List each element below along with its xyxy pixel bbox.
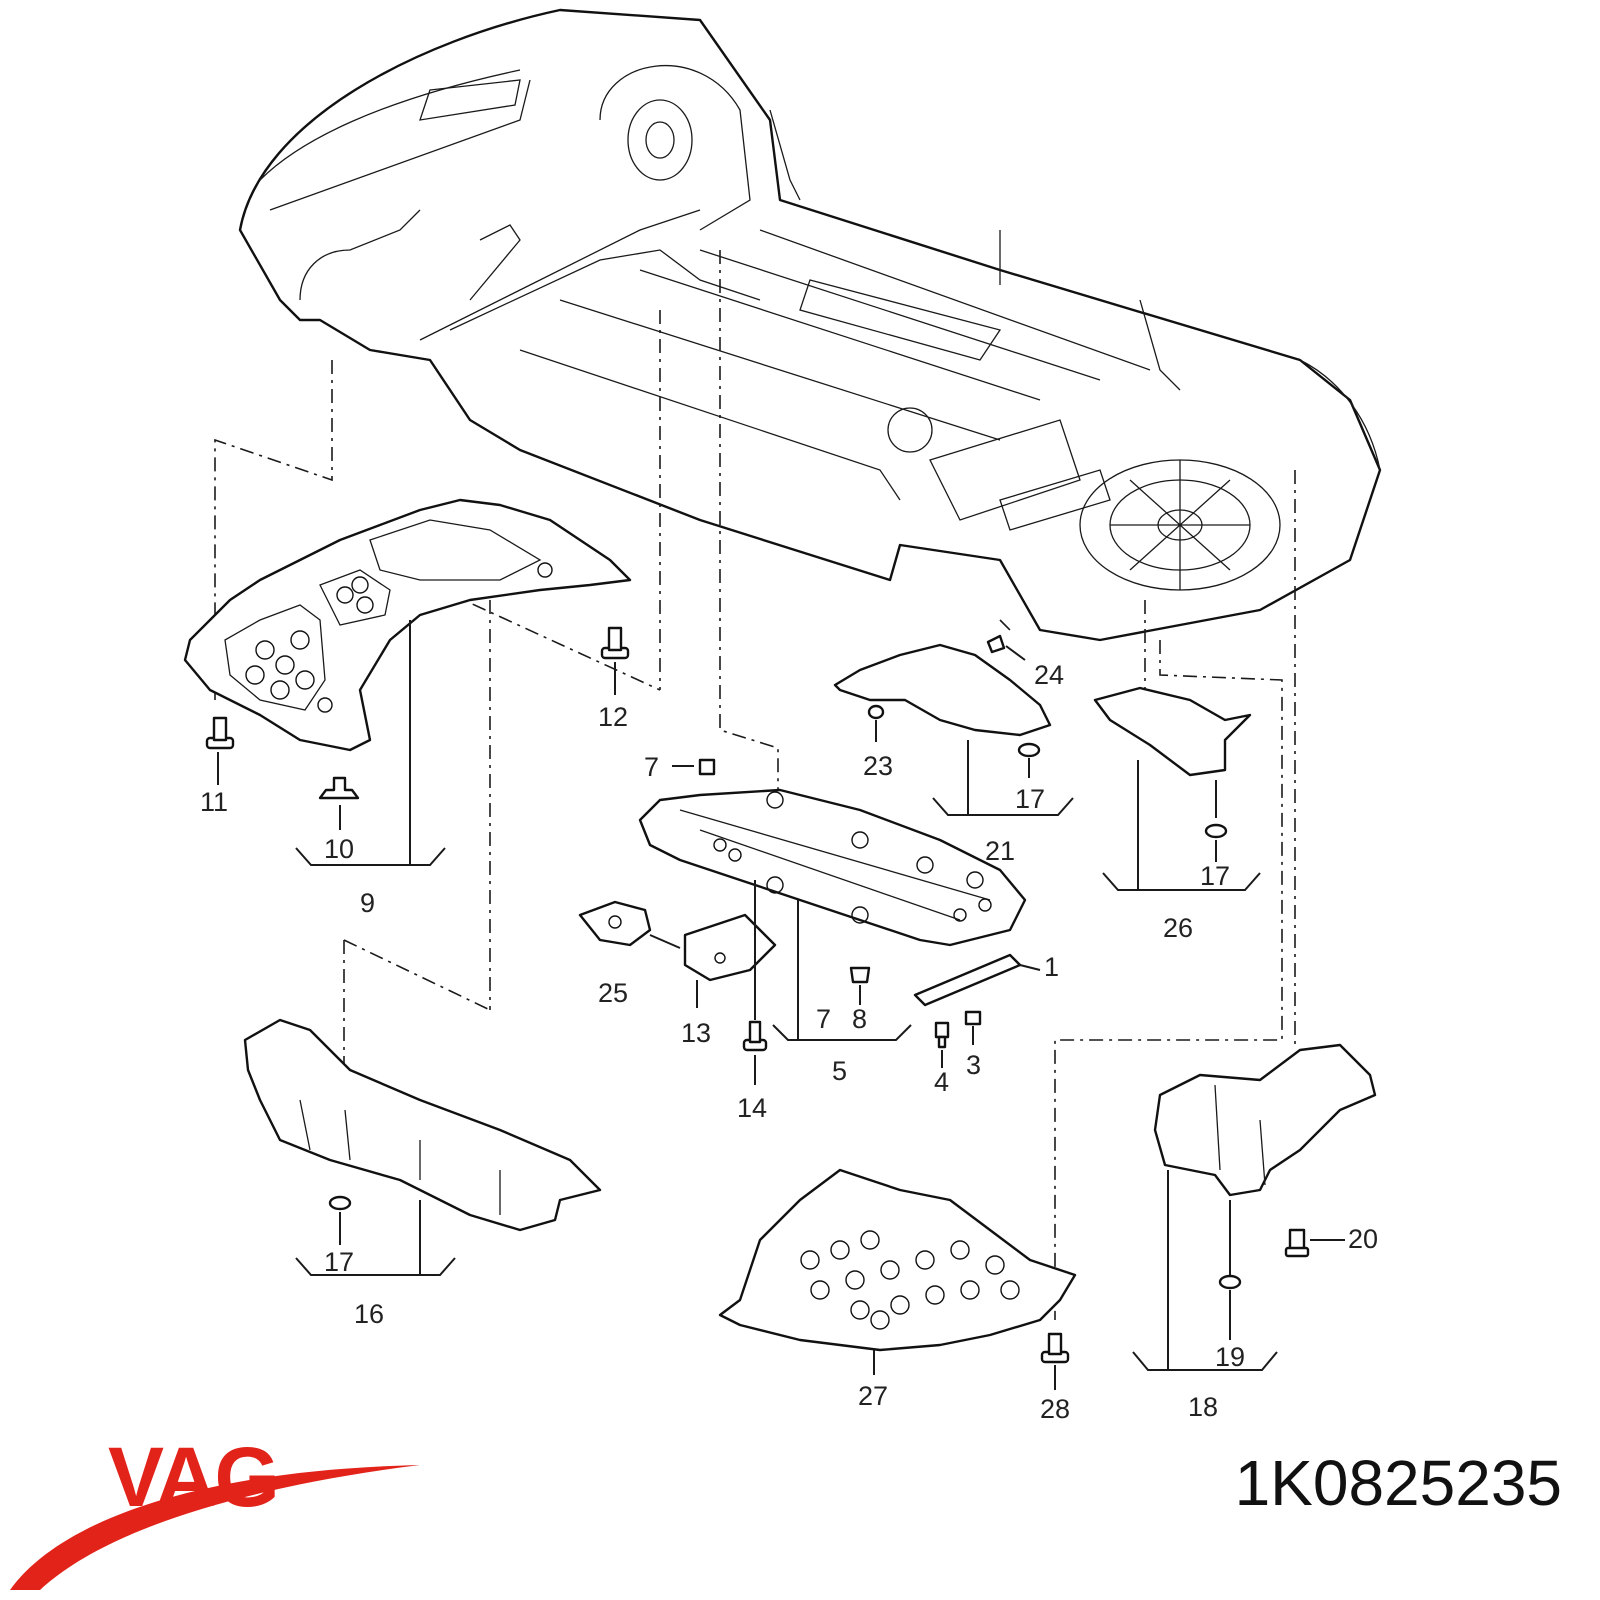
callout-5: 5: [832, 1056, 847, 1086]
part-18-rear-side-shield: [1153, 1043, 1377, 1197]
callout-25: 25: [598, 978, 628, 1008]
callout-9: 9: [360, 888, 375, 918]
washer-19: [1218, 1274, 1242, 1290]
bolt-11: [205, 716, 235, 750]
callout-27: 27: [858, 1381, 888, 1411]
callout-18: 18: [1188, 1392, 1218, 1422]
callout-4: 4: [934, 1067, 949, 1097]
callout-17-c: 17: [324, 1247, 354, 1277]
vag-logo-text: VAG: [108, 1430, 278, 1524]
callout-17-b: 17: [1200, 861, 1230, 891]
part-21-heat-shield: [833, 643, 1052, 737]
clip-24: [986, 634, 1006, 654]
washer-17-c: [328, 1195, 352, 1211]
clip-3: [964, 1010, 982, 1026]
part-26-shield: [1093, 686, 1252, 777]
callout-13: 13: [681, 1018, 711, 1048]
callout-12: 12: [598, 702, 628, 732]
callout-28: 28: [1040, 1394, 1070, 1424]
callout-labels: 1 3 4 5 7 7 8 9 10 11 12 13 14 16 17 17 …: [200, 660, 1378, 1424]
part-16-side-shield: [243, 1018, 602, 1232]
part-25-cover: [578, 900, 652, 947]
callout-16: 16: [354, 1299, 384, 1329]
callout-brackets: [217, 620, 1345, 1390]
bolt-12: [600, 626, 630, 660]
bolt-4: [934, 1021, 950, 1049]
callout-7-bottom: 7: [816, 1004, 831, 1034]
part-5-center-undertray: [638, 788, 1027, 947]
callout-1: 1: [1044, 952, 1059, 982]
callout-7-top: 7: [644, 752, 659, 782]
part-number: 1K0825235: [1234, 1447, 1562, 1519]
callout-21: 21: [985, 836, 1015, 866]
callout-26: 26: [1163, 913, 1193, 943]
clip-23: [867, 704, 885, 720]
callout-10: 10: [324, 834, 354, 864]
bolt-14: [742, 1020, 768, 1052]
part-13-plate: [683, 913, 777, 982]
part-9-engine-undertray: [183, 498, 632, 752]
nut-8: [849, 966, 871, 984]
part-27-rear-undertray: [718, 1168, 1077, 1352]
callout-23: 23: [863, 751, 893, 781]
washer-17-b: [1204, 823, 1228, 839]
callout-20: 20: [1348, 1224, 1378, 1254]
callout-8: 8: [852, 1004, 867, 1034]
callout-17-a: 17: [1015, 784, 1045, 814]
bolt-28: [1040, 1332, 1070, 1364]
clip-7-top: [698, 758, 716, 776]
callout-3: 3: [966, 1050, 981, 1080]
callout-11: 11: [200, 787, 228, 817]
fasteners: [205, 626, 1310, 1364]
leader-lines: [214, 250, 1296, 1320]
callout-19: 19: [1215, 1342, 1245, 1372]
bolt-20: [1284, 1228, 1310, 1258]
part-1-rail: [913, 953, 1022, 1007]
clip-10: [318, 776, 360, 800]
callout-24: 24: [1034, 660, 1064, 690]
washer-17-a: [1017, 742, 1041, 758]
vag-logo: VAG: [10, 1430, 420, 1590]
callout-14: 14: [737, 1093, 767, 1123]
